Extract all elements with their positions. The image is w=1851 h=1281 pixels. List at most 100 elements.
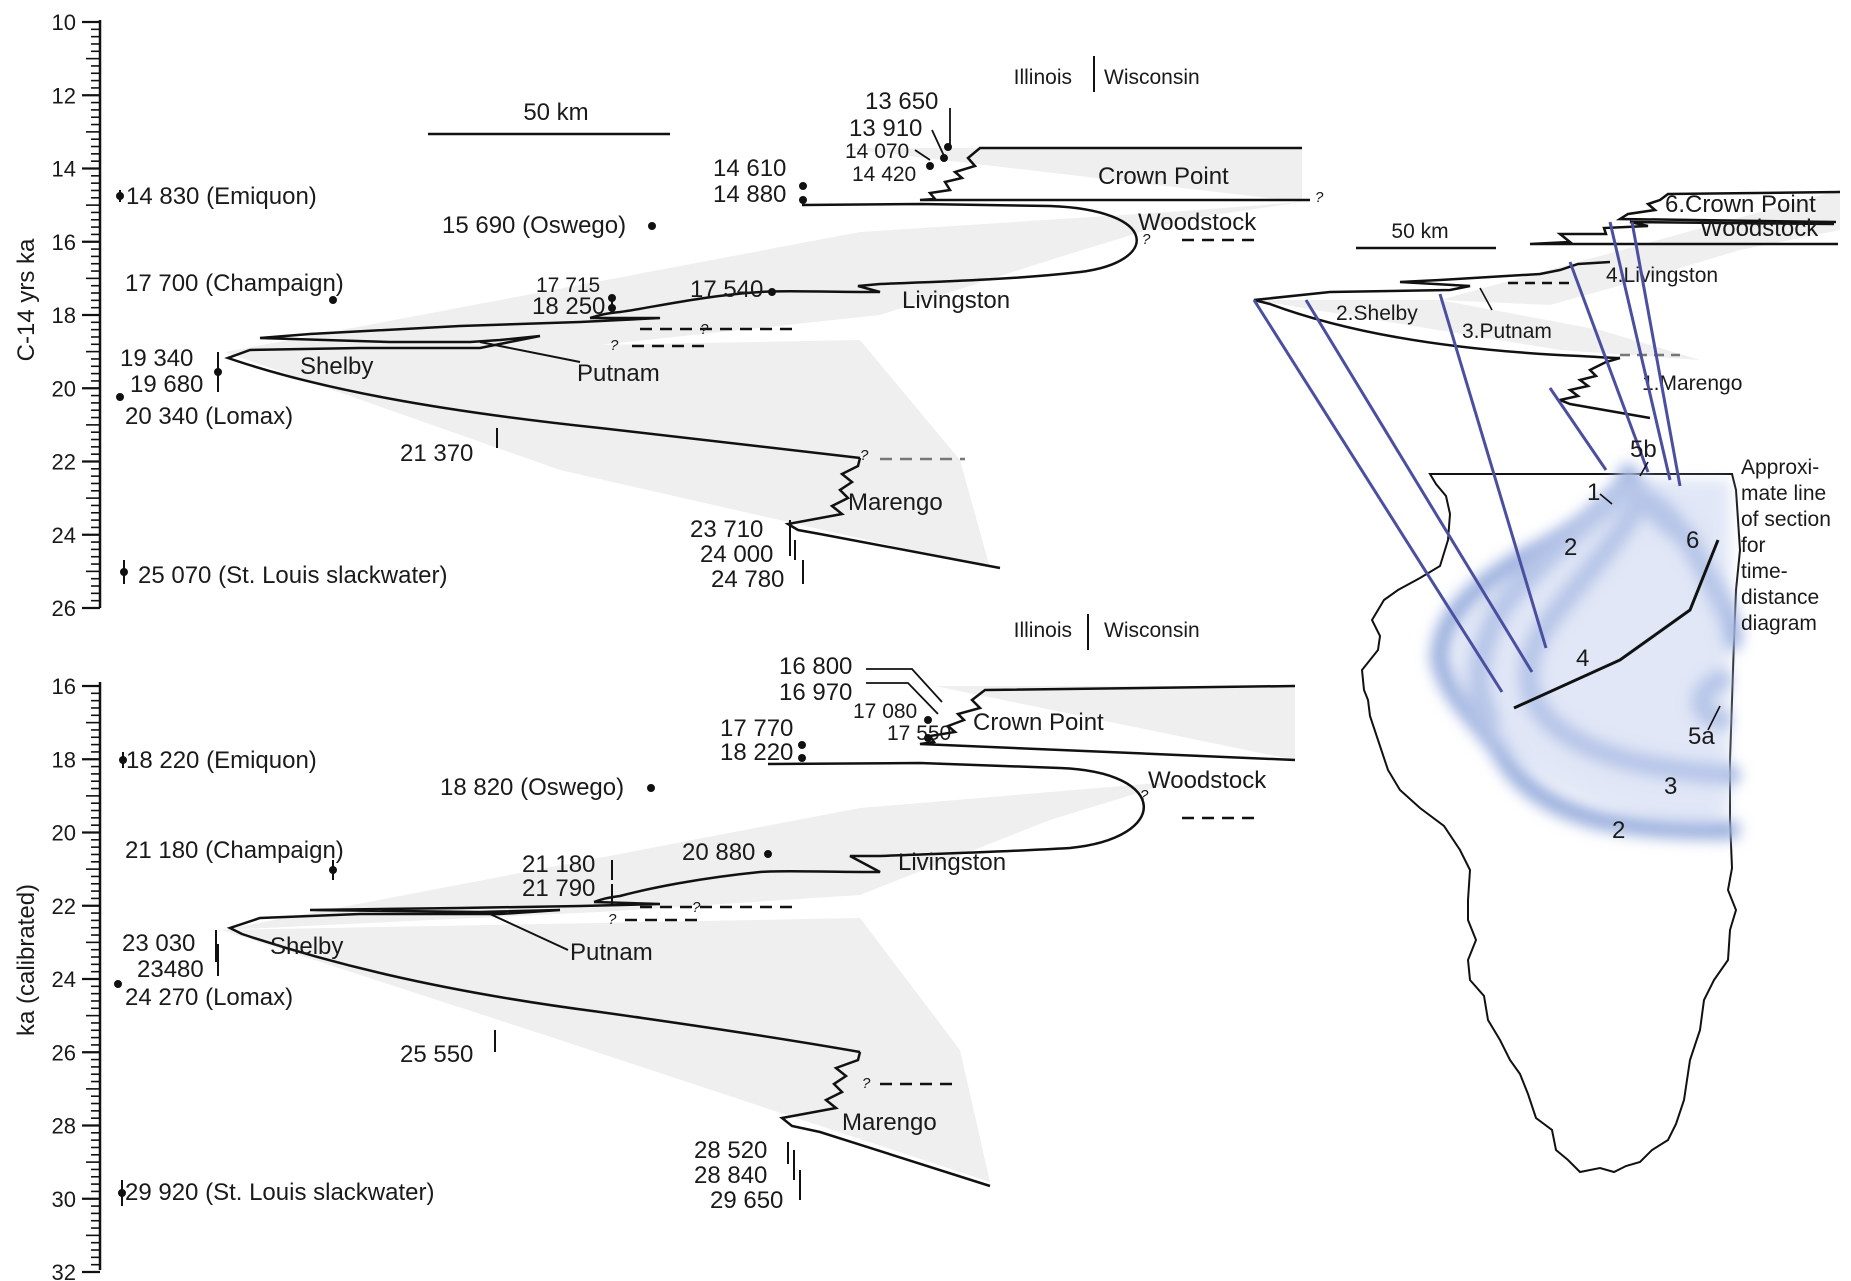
top-date-24000: 24 000	[700, 541, 773, 568]
top-envelope-fill	[225, 148, 1302, 568]
top-date-17715: 17 715	[536, 274, 600, 297]
bottom-unit-crown-point: Crown Point	[973, 709, 1104, 736]
bottom-date-18220: 18 220	[720, 739, 793, 766]
top-unit-livingston: Livingston	[902, 287, 1010, 314]
bottom-site-champaign: 21 180 (Champaign)	[125, 837, 344, 864]
top-axis-tick-label: 24	[52, 523, 76, 548]
bottom-unit-woodstock: Woodstock	[1148, 767, 1267, 794]
bottom-site-emiquon: 18 220 (Emiquon)	[126, 747, 317, 774]
top-shelby-putnam-front	[224, 316, 861, 460]
bottom-date-markers	[114, 716, 932, 1206]
inset-unit-crown-point: 6.Crown Point	[1665, 191, 1816, 218]
svg-text:distance: distance	[1741, 586, 1819, 609]
bottom-marengo-front	[779, 1051, 991, 1188]
bottom-shelby-putnam-front	[226, 900, 861, 1054]
top-state-illinois: Illinois	[1014, 66, 1072, 89]
top-date-13650: 13 650	[865, 88, 938, 115]
bottom-axis-tick-label: 28	[52, 1114, 76, 1139]
bottom-date-28840: 28 840	[694, 1162, 767, 1189]
top-date-14420: 14 420	[852, 163, 916, 186]
bottom-date-29650: 29 650	[710, 1187, 783, 1214]
bottom-state-illinois: Illinois	[1014, 619, 1072, 642]
bottom-axis-tick-label: 18	[52, 747, 76, 772]
map-leader-5a	[1707, 705, 1721, 731]
top-putnam-leader	[479, 341, 581, 363]
bottom-axis-tick-label: 30	[52, 1187, 76, 1212]
bottom-axis-tick-label: 24	[52, 967, 76, 992]
top-axis-tick-label: 20	[52, 376, 76, 401]
bottom-unit-putnam: Putnam	[570, 939, 653, 966]
top-date-23710: 23 710	[690, 516, 763, 543]
top-q-marengo: ?	[860, 447, 869, 464]
map-label-4: 4	[1576, 645, 1589, 672]
top-unit-putnam: Putnam	[577, 360, 660, 387]
bottom-axis-tick-label: 26	[52, 1040, 76, 1065]
top-woodstock-livingston-front	[589, 202, 1138, 320]
svg-text:for: for	[1741, 534, 1766, 557]
bottom-leader-16970	[866, 682, 939, 715]
top-axis-tick-label: 10	[52, 10, 76, 35]
bottom-axis-tick-label: 32	[52, 1260, 76, 1281]
bottom-q-shelby: ?	[692, 899, 701, 916]
section-line	[1513, 539, 1720, 710]
map-label-2-south: 2	[1612, 817, 1625, 844]
top-site-oswego: 15 690 (Oswego)	[442, 212, 626, 239]
bottom-q-marengo: ?	[862, 1075, 871, 1092]
inset-unit-livingston: 4.Livingston	[1606, 264, 1718, 287]
top-date-14880: 14 880	[713, 181, 786, 208]
bottom-axis-tick-label: 22	[52, 894, 76, 919]
top-q-woodstock: ?	[1142, 231, 1151, 248]
bottom-date-21790: 21 790	[522, 875, 595, 902]
bottom-date-21180: 21 180	[522, 851, 595, 878]
bottom-envelope-fill	[222, 686, 1295, 1182]
top-date-14610: 14 610	[713, 155, 786, 182]
top-date-14070: 14 070	[845, 140, 909, 163]
svg-text:diagram: diagram	[1741, 612, 1817, 635]
top-leader-14070	[914, 149, 931, 161]
map-leader-5b	[1639, 461, 1649, 477]
bottom-leader-16800	[866, 668, 943, 703]
top-unit-woodstock: Woodstock	[1138, 209, 1257, 236]
section-connectors	[1252, 221, 1682, 693]
top-date-19680: 19 680	[130, 371, 203, 398]
inset-putnam-leader	[1479, 287, 1493, 311]
top-crown-point-front	[919, 146, 1310, 202]
top-q-putnam: ?	[610, 337, 619, 354]
svg-text:Approxi-: Approxi-	[1741, 456, 1819, 479]
top-site-emiquon: 14 830 (Emiquon)	[126, 183, 317, 210]
bottom-site-lomax: 24 270 (Lomax)	[125, 984, 293, 1011]
bottom-q-woodstock: ?	[1140, 787, 1149, 804]
bottom-date-16970: 16 970	[779, 679, 852, 706]
bottom-date-28520: 28 520	[694, 1137, 767, 1164]
bottom-state-wisconsin: Wisconsin	[1104, 619, 1200, 642]
top-axis-tick-label: 22	[52, 450, 76, 475]
bottom-date-25550: 25 550	[400, 1041, 473, 1068]
bottom-site-stlouis: 29 920 (St. Louis slackwater)	[125, 1179, 434, 1206]
map-label-1: 1	[1587, 479, 1600, 506]
bottom-site-oswego: 18 820 (Oswego)	[440, 774, 624, 801]
top-axis-tick-label: 12	[52, 83, 76, 108]
top-date-19340: 19 340	[120, 345, 193, 372]
map-label-6: 6	[1686, 527, 1699, 554]
top-q-shelby: ?	[700, 321, 709, 338]
inset-marengo-front	[1555, 356, 1651, 420]
top-date-18250: 18 250	[532, 293, 605, 320]
map-label-2-north: 2	[1564, 534, 1577, 561]
top-leader-13910	[931, 129, 946, 159]
top-marengo-front	[784, 457, 1001, 570]
bottom-q-putnam: ?	[608, 911, 617, 928]
inset: 50 km 6.Crown Point Woodstock 4.Livingst…	[1252, 190, 1841, 1174]
inset-crown-point-front	[1615, 190, 1841, 224]
inset-unit-putnam: 3.Putnam	[1462, 320, 1552, 343]
inset-envelope-fill	[1255, 190, 1840, 360]
top-axis-tick-label: 18	[52, 303, 76, 328]
map-label-5a: 5a	[1688, 723, 1715, 750]
bottom-axis-tick-label: 20	[52, 821, 76, 846]
bottom-axis-title: ka (calibrated)	[13, 884, 40, 1036]
top-axis-tick-label: 26	[52, 596, 76, 621]
top-date-markers	[116, 143, 952, 584]
top-state-wisconsin: Wisconsin	[1104, 66, 1200, 89]
